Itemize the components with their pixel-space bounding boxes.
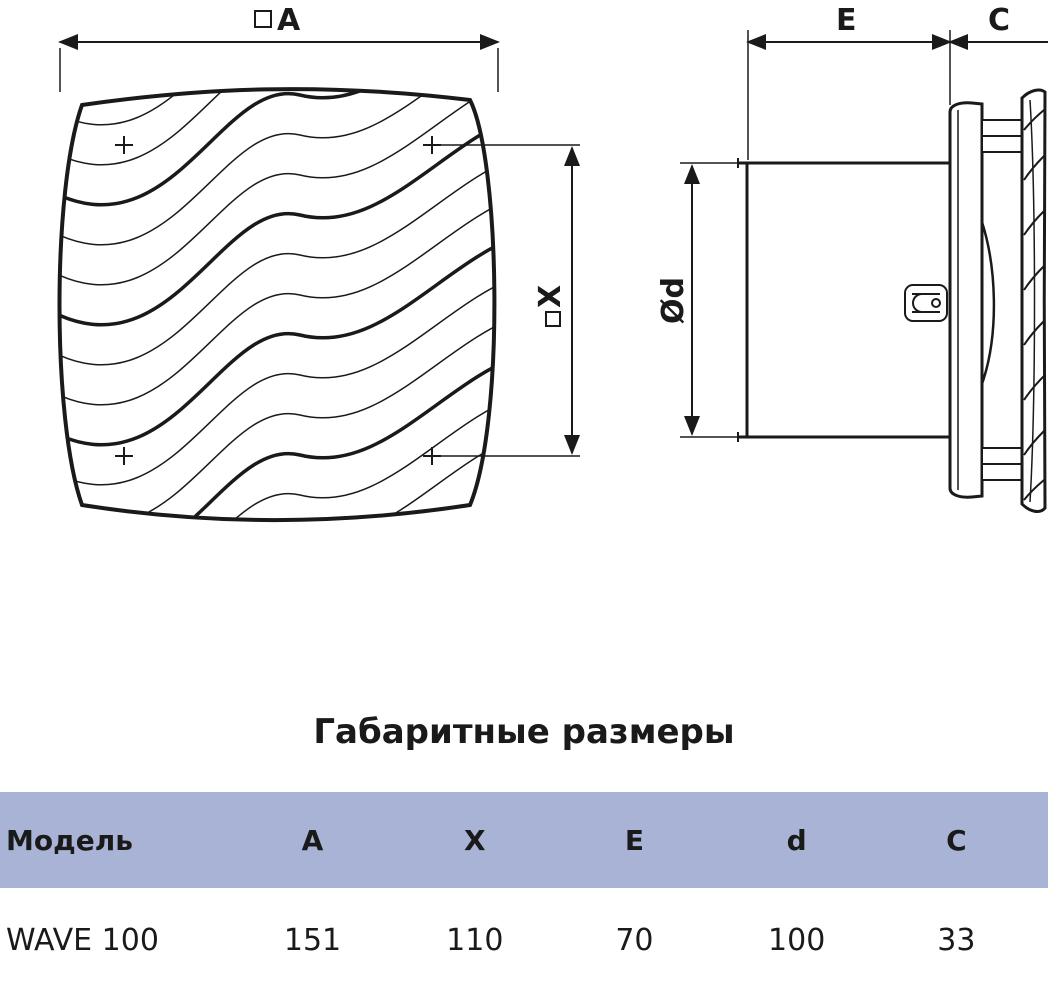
- table-row: WAVE 100 151 110 70 100 33: [0, 888, 1048, 992]
- cell-a: 151: [283, 922, 342, 958]
- header-a: A: [301, 823, 324, 857]
- header-d: d: [786, 823, 807, 857]
- wave-line: [59, 194, 495, 406]
- wave-line: [59, 274, 495, 486]
- housing-flange: [948, 101, 984, 499]
- wave-line: [59, 394, 495, 521]
- label-d: Ød: [656, 277, 691, 324]
- square-symbol-a: [254, 10, 272, 28]
- panel-wave-ticks: [1023, 109, 1045, 501]
- header-e: E: [624, 823, 644, 857]
- label-e: E: [836, 3, 857, 38]
- technical-drawing: A X E C Ød: [57, 3, 1048, 523]
- label-c: C: [988, 3, 1010, 38]
- cell-d: 100: [768, 922, 826, 958]
- wave-line: [59, 113, 495, 327]
- wave-line: [59, 89, 495, 207]
- wave-line: [59, 89, 495, 246]
- front-view: A X: [57, 3, 580, 523]
- wave-line: [59, 154, 495, 366]
- header-x: X: [463, 823, 486, 857]
- wave-line: [59, 353, 495, 521]
- header-model: Модель: [6, 823, 133, 857]
- wave-line: [59, 89, 495, 166]
- square-symbol-x: [545, 311, 561, 327]
- mounting-holes: [115, 136, 441, 465]
- wave-line: [59, 89, 495, 286]
- cell-c: 33: [937, 922, 976, 958]
- section-title: Габаритные размеры: [313, 712, 735, 752]
- wave-line: [59, 89, 495, 126]
- pipe-spigot: [737, 158, 950, 442]
- latch-clip: [904, 284, 948, 322]
- label-x: X: [533, 285, 568, 308]
- side-view: E C Ød: [656, 3, 1048, 513]
- cell-e: 70: [615, 922, 654, 958]
- front-panel-profile: [1020, 88, 1047, 513]
- dimensions-table: Модель A X E d C WAVE 100 151 110 70 100…: [0, 792, 1048, 992]
- label-a: A: [277, 3, 301, 38]
- grille-outline: [57, 87, 497, 523]
- cell-x: 110: [446, 922, 504, 958]
- table-header-row: Модель A X E d C: [0, 792, 1048, 888]
- header-c: C: [946, 823, 967, 857]
- wave-line: [59, 233, 495, 447]
- wave-line: [59, 434, 495, 521]
- cell-model: WAVE 100: [6, 922, 159, 958]
- connecting-stubs: [981, 119, 1023, 481]
